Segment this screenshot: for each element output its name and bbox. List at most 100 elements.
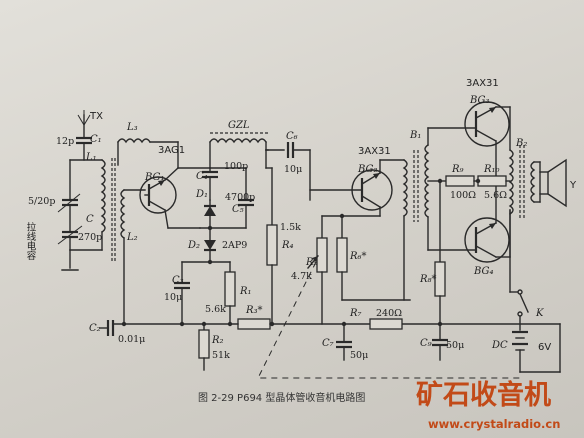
junction [269,321,275,327]
label-c3-value: 10μ [164,292,182,303]
label-bg2: BG₂ [357,164,378,175]
inductor-l3 [117,138,179,169]
label-bg3-type: 3AX31 [466,78,499,89]
junction [121,321,127,327]
label-r3: R₃* [245,305,263,316]
label-r9-value: 100Ω [450,190,476,201]
label-battery: DC [491,340,508,351]
battery-dc [512,330,528,373]
label-r9: R₉ [451,164,464,175]
label-r5: R₅ [305,257,318,268]
choke-gzl [177,132,285,169]
transistor-bg3 [427,101,511,151]
label-speaker: Y [569,180,577,191]
speaker-y [539,158,567,208]
label-c5-value: 4700p [225,192,255,203]
capacitor-c5 [209,167,254,229]
junction [179,321,185,327]
transformer-b1 [402,144,430,301]
label-c: C [86,214,94,225]
label-c1-value: 12p [56,136,74,147]
resistor-r9 [439,175,479,187]
label-d2-type: 2AP9 [222,240,247,251]
transistor-bg2 [309,159,405,217]
diode-d2 [204,227,216,263]
capacitor-c9 [432,323,448,361]
label-c9: C₉ [420,338,432,349]
label-c6-value: 10μ [284,164,302,175]
label-b2: B₂ [515,138,527,149]
label-r2-value: 51k [212,350,230,361]
label-bg1: BG₁ [144,172,165,183]
label-r8: R₈* [419,274,437,285]
inductor-l2 [120,189,146,325]
label-r10-value: 5.6Ω [484,190,507,201]
junction [437,178,443,184]
label-c-value: 270p [78,232,102,243]
label-r1-value: 5.6k [205,304,226,315]
capacitor-c7 [336,323,352,361]
watermark-name: 矿石收音机 [416,379,551,411]
transistor-bg1 [139,167,201,229]
figure-caption: 图 2-29 P694 型晶体管收音机电路图 [198,391,365,404]
resistor-r8 [434,261,446,325]
label-c2: C₂ [89,323,101,334]
label-r10: R₁₀ [483,164,500,175]
transformer-b2 [508,145,541,218]
label-c7: C₇ [322,338,334,349]
label-d2: D₂ [187,240,200,251]
label-r5-value: 4.7k [291,271,312,282]
antenna [77,110,91,139]
label-tuning-desc: 拉线电容 [25,221,37,261]
capacitor-c3 [174,261,190,325]
label-l2: L₂ [126,232,138,243]
junction [341,321,347,327]
resistor-r7 [369,318,403,330]
label-c9-value: 50μ [446,340,464,351]
label-r6: R₆* [349,251,367,262]
label-c4-value: 100p [224,161,248,172]
label-c3: C₃ [172,275,184,286]
label-r4: R₄ [281,240,294,251]
label-r4-value: 1.5k [280,222,301,233]
resistor-r2 [198,323,210,371]
label-r2: R₂ [211,335,224,346]
label-c4: C₄ [196,171,208,182]
junction [201,321,207,327]
label-r7-value: 240Ω [376,308,402,319]
label-c5: C₅ [232,204,244,215]
label-b1: B₁ [409,130,421,141]
capacitor-c2 [99,320,115,336]
capacitor-c6 [265,142,311,201]
watermark-url: www.crystalradio.cn [428,417,560,431]
label-r1: R₁ [239,286,252,297]
label-switch-k: K [535,308,544,319]
label-tuning-value: 5/20p [28,196,55,207]
label-c2-value: 0.01μ [118,334,145,345]
junction [207,259,213,265]
junction [475,178,481,184]
label-bg4: BG₄ [473,266,494,277]
label-bg2-type: 3AX31 [358,146,391,157]
label-l1: L₁ [85,152,97,163]
tuning-capacitor [57,159,83,251]
resistor-r6 [336,215,348,301]
switch-k [509,289,529,331]
label-battery-value: 6V [538,342,551,353]
resistor-r4 [265,167,278,325]
label-bg1-type: 3AG1 [158,145,185,156]
label-r7: R₇ [349,308,362,319]
junction [437,321,443,327]
resistor-r10 [477,175,511,187]
resistor-r1 [224,261,236,325]
inductor-l1 [69,159,106,251]
label-bg3: BG₃ [469,95,490,106]
label-d1: D₁ [195,189,208,200]
label-c7-value: 50μ [350,350,368,361]
potentiometer-r5 [307,215,328,325]
junction [227,321,233,327]
capacitor-c1 [76,136,92,161]
